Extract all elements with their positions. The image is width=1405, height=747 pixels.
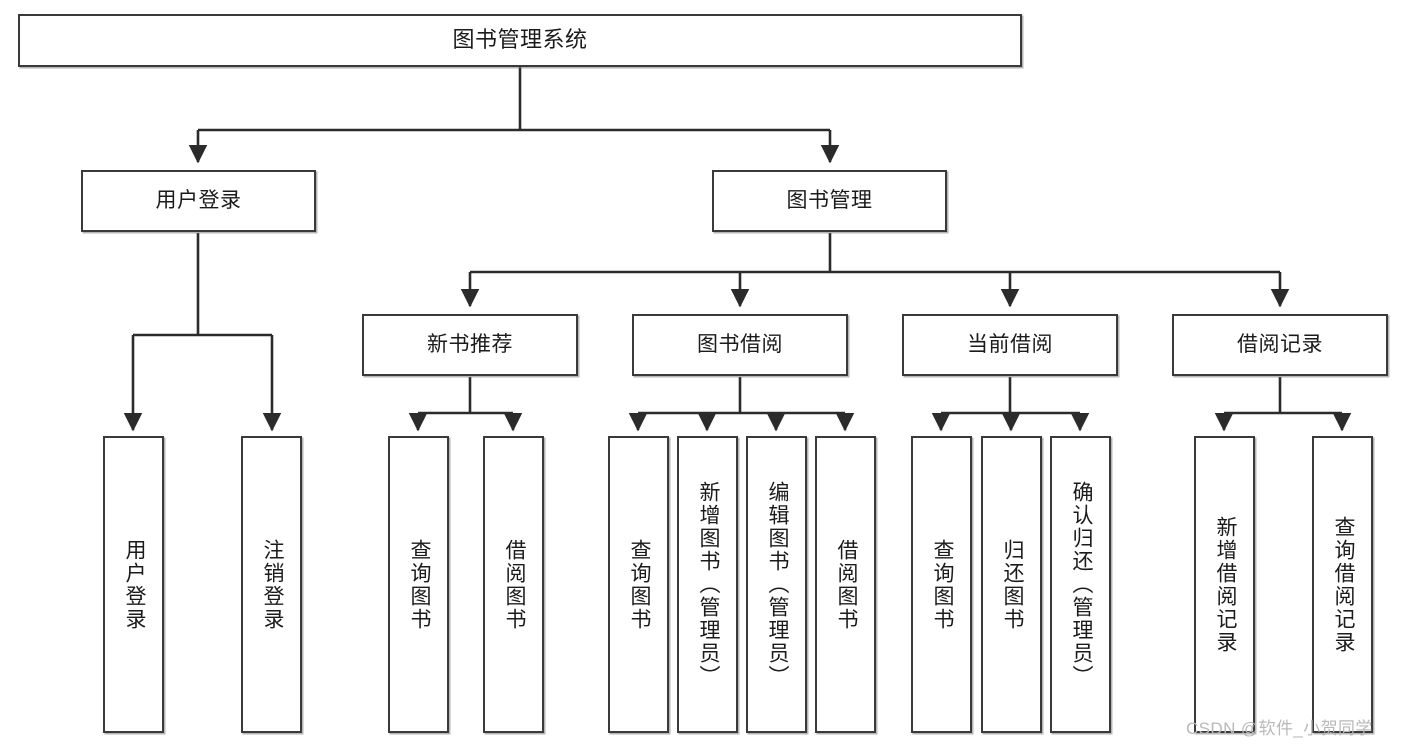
node-label: 查询图书 (930, 538, 954, 631)
node-label: 借阅图书 (834, 538, 858, 631)
node-label: 查询图书 (407, 538, 431, 631)
node-label: 借阅图书 (502, 538, 526, 631)
node-label: 编辑图书（管理员） (765, 481, 789, 688)
leaf-current-borrow-return-book[interactable]: 归还图书 (981, 436, 1042, 733)
node-label: 当前借阅 (967, 333, 1053, 357)
node-label: 归还图书 (1000, 538, 1024, 631)
leaf-new-book-borrow-book[interactable]: 借阅图书 (483, 436, 544, 733)
leaf-current-borrow-query-book[interactable]: 查询图书 (911, 436, 972, 733)
leaf-book-borrow-query-book[interactable]: 查询图书 (608, 436, 669, 733)
node-new-book-recommend[interactable]: 新书推荐 (362, 314, 578, 376)
node-current-borrow[interactable]: 当前借阅 (902, 314, 1118, 376)
node-label: 新书推荐 (427, 333, 513, 357)
node-book-borrow[interactable]: 图书借阅 (632, 314, 848, 376)
node-label: 确认归还（管理员） (1069, 481, 1093, 688)
node-root-book-management-system[interactable]: 图书管理系统 (18, 14, 1022, 67)
node-label: 图书借阅 (697, 333, 783, 357)
node-label: 新增图书（管理员） (696, 481, 720, 688)
node-label: 查询借阅记录 (1331, 515, 1355, 654)
leaf-user-login-logout[interactable]: 注销登录 (241, 436, 302, 733)
leaf-current-borrow-confirm-return-admin[interactable]: 确认归还（管理员） (1050, 436, 1111, 733)
csdn-watermark: CSDN @软件_小贺同学 (1186, 719, 1373, 738)
node-label: 图书管理 (786, 189, 873, 213)
node-label: 用户登录 (155, 189, 242, 213)
node-label: 查询图书 (627, 538, 651, 631)
leaf-new-book-query-book[interactable]: 查询图书 (388, 436, 449, 733)
node-borrow-record[interactable]: 借阅记录 (1172, 314, 1388, 376)
leaf-borrow-record-add-record[interactable]: 新增借阅记录 (1194, 436, 1255, 733)
node-label: 注销登录 (260, 538, 284, 631)
leaf-book-borrow-edit-book-admin[interactable]: 编辑图书（管理员） (746, 436, 807, 733)
node-label: 用户登录 (122, 538, 146, 631)
leaf-book-borrow-add-book-admin[interactable]: 新增图书（管理员） (677, 436, 738, 733)
node-label: 新增借阅记录 (1213, 515, 1237, 654)
leaf-user-login-login[interactable]: 用户登录 (103, 436, 164, 733)
node-user-login[interactable]: 用户登录 (81, 170, 316, 232)
leaf-book-borrow-borrow-book[interactable]: 借阅图书 (815, 436, 876, 733)
node-label: 图书管理系统 (452, 27, 588, 53)
node-label: 借阅记录 (1237, 333, 1323, 357)
leaf-borrow-record-query-record[interactable]: 查询借阅记录 (1312, 436, 1373, 733)
node-book-management[interactable]: 图书管理 (712, 170, 947, 232)
